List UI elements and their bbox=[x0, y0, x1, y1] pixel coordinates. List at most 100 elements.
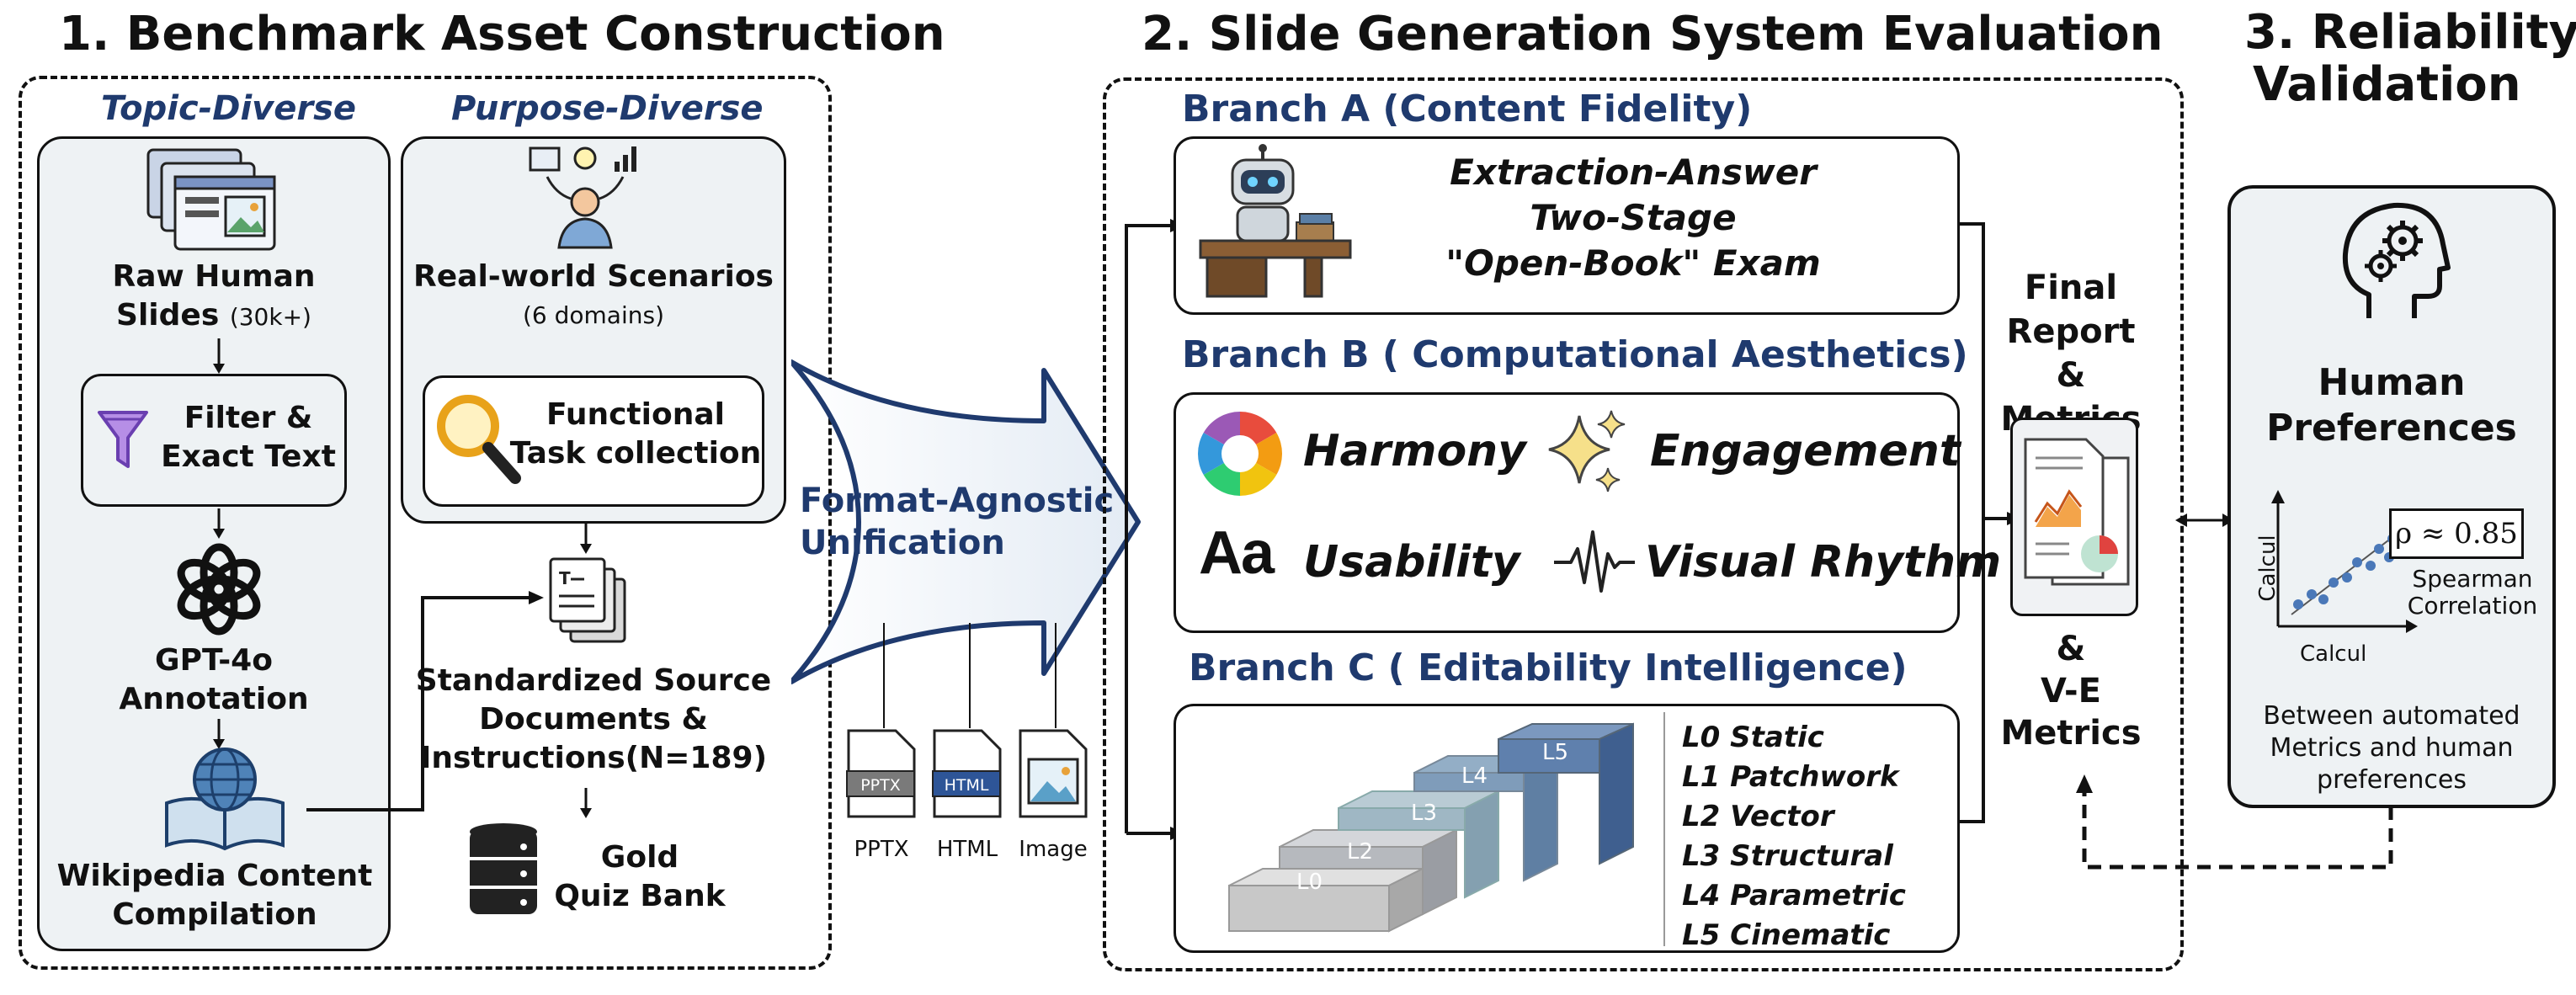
image-file-icon bbox=[1019, 729, 1088, 818]
branch-a-line2: Two-Stage bbox=[1530, 197, 1737, 238]
harmony-label: Harmony bbox=[1303, 426, 1527, 476]
usability-aa-icon: Aa bbox=[1199, 519, 1275, 587]
stair-label-l2: L2 bbox=[1347, 839, 1373, 865]
gpt-line2: Annotation bbox=[119, 682, 309, 716]
connector-wiki-to-docs bbox=[306, 591, 544, 811]
waveform-icon bbox=[1554, 530, 1635, 593]
gold-line2: Quiz Bank bbox=[554, 879, 726, 913]
between-line1: Between automated bbox=[2263, 701, 2520, 731]
branch-b-title: Branch B ( Computational Aesthetics) bbox=[1182, 333, 1968, 376]
raw-slides-label: Raw Human Slides (30k+) bbox=[71, 258, 357, 337]
level-l5: L5 Cinematic bbox=[1682, 918, 1891, 952]
unification-arrow bbox=[791, 359, 1141, 684]
gpt-label: GPT-4o Annotation bbox=[71, 641, 357, 719]
wiki-line1: Wikipedia Content bbox=[56, 859, 373, 893]
section3-heading: 3. Reliability Validation bbox=[2244, 7, 2576, 111]
arrow-purpose-to-docs bbox=[580, 524, 592, 554]
unification-line1: Format-Agnostic bbox=[800, 482, 1115, 520]
functional-label: Functional Task collection bbox=[505, 396, 766, 473]
ve-line1: & bbox=[2056, 630, 2086, 668]
branch-a-text: Extraction-Answer Two-Stage "Open-Book" … bbox=[1381, 150, 1886, 286]
std-line1: Standardized Source bbox=[415, 663, 772, 698]
between-line2: Metrics and human bbox=[2270, 733, 2514, 763]
level-l4: L4 Parametric bbox=[1682, 879, 1906, 913]
wiki-label: Wikipedia Content Compilation bbox=[51, 857, 379, 934]
final-report-label: Final Report & Metrics bbox=[1987, 266, 2155, 441]
slides-stack-icon bbox=[146, 148, 276, 251]
sparkle-icon bbox=[1548, 410, 1626, 492]
arrow-gpt-to-wiki bbox=[213, 719, 225, 749]
scatter-x-axis-label: Calcul bbox=[2300, 641, 2367, 667]
funnel-icon bbox=[98, 411, 148, 468]
gold-label: Gold Quiz Bank bbox=[539, 838, 741, 916]
std-line2: Documents & bbox=[479, 702, 708, 737]
level-l0: L0 Static bbox=[1682, 721, 1824, 754]
html-icon-text: HTML bbox=[945, 776, 989, 795]
section1-heading: 1. Benchmark Asset Construction bbox=[59, 7, 945, 61]
functional-line2: Task collection bbox=[509, 436, 762, 471]
pptx-icon-text: PPTX bbox=[860, 776, 901, 795]
stair-label-l0: L0 bbox=[1296, 870, 1323, 895]
filter-line2: Exact Text bbox=[161, 439, 336, 474]
documents-icon: T bbox=[549, 557, 626, 643]
bidirectional-arrow bbox=[2175, 513, 2234, 527]
scenarios-person-icon bbox=[529, 146, 636, 249]
engagement-label: Engagement bbox=[1650, 426, 1961, 476]
arrow-filter-to-gpt bbox=[213, 508, 225, 539]
robot-desk-icon bbox=[1199, 144, 1352, 298]
human-line2: Preferences bbox=[2266, 407, 2517, 450]
raw-slides-line2-wrap: Slides (30k+) bbox=[71, 296, 357, 337]
functional-line1: Functional bbox=[546, 397, 725, 432]
unification-line2: Unification bbox=[800, 524, 1005, 562]
level-l1: L1 Patchwork bbox=[1682, 760, 1899, 794]
globe-book-icon bbox=[165, 748, 285, 851]
spearman-label: Spearman Correlation bbox=[2401, 566, 2544, 620]
scenarios-title: Real-world Scenarios bbox=[413, 259, 774, 294]
format-connectors bbox=[883, 623, 1056, 728]
between-label: Between automated Metrics and human pref… bbox=[2227, 700, 2556, 796]
editability-staircase: L0 L2 L3 L4 L5 bbox=[1228, 722, 1634, 933]
branch-a-line3: "Open-Book" Exam bbox=[1445, 242, 1821, 284]
gpt-line1: GPT-4o bbox=[155, 643, 273, 678]
scenarios-sub: (6 domains) bbox=[522, 301, 664, 329]
format-label-pptx: PPTX bbox=[854, 837, 909, 862]
raw-slides-line2: Slides bbox=[116, 298, 220, 333]
magnifier-icon bbox=[437, 395, 521, 484]
ve-line2: V-E bbox=[2041, 672, 2101, 710]
raw-slides-line1: Raw Human bbox=[112, 259, 316, 294]
section1-frame bbox=[19, 76, 832, 970]
branch-a-line1: Extraction-Answer bbox=[1450, 152, 1817, 193]
purpose-diverse-title: Purpose-Diverse bbox=[451, 89, 764, 128]
human-head-gears-icon bbox=[2342, 202, 2451, 318]
gold-line1: Gold bbox=[600, 840, 679, 875]
filter-label: Filter & Exact Text bbox=[152, 399, 345, 476]
level-l2: L2 Vector bbox=[1682, 800, 1834, 833]
human-preferences-label: Human Preferences bbox=[2227, 360, 2556, 451]
report-document-icon bbox=[2024, 438, 2130, 586]
arrow-docs-to-gold bbox=[580, 788, 592, 818]
unification-label: Format-Agnostic Unification bbox=[800, 480, 1128, 564]
spearman-line1: Spearman bbox=[2412, 565, 2533, 593]
standardized-label: Standardized Source Documents & Instruct… bbox=[401, 662, 786, 778]
section2-heading: 2. Slide Generation System Evaluation bbox=[1142, 7, 2164, 61]
stair-label-l3: L3 bbox=[1411, 801, 1437, 826]
filter-line1: Filter & bbox=[184, 401, 313, 435]
human-line1: Human bbox=[2318, 361, 2466, 404]
stair-label-l5: L5 bbox=[1542, 740, 1568, 765]
pptx-file-icon: PPTX bbox=[846, 729, 916, 818]
usability-label: Usability bbox=[1303, 537, 1520, 588]
final-line1: Final bbox=[2024, 269, 2118, 307]
svg-text:T: T bbox=[559, 568, 571, 588]
rho-box: ρ ≈ 0.85 bbox=[2389, 508, 2524, 559]
visual-rhythm-label: Visual Rhythm bbox=[1645, 537, 2002, 588]
branch-c-title: Branch C ( Editability Intelligence) bbox=[1189, 646, 1908, 689]
raw-slides-count: (30k+) bbox=[229, 303, 311, 331]
section3-heading-line1: 3. Reliability bbox=[2244, 5, 2576, 60]
gpt-logo-icon bbox=[177, 543, 261, 636]
between-line3: preferences bbox=[2317, 765, 2467, 795]
feedback-loop-arrow bbox=[2076, 774, 2393, 870]
level-divider bbox=[1663, 712, 1665, 946]
topic-diverse-title: Topic-Diverse bbox=[101, 89, 357, 128]
format-label-image: Image bbox=[1019, 837, 1088, 862]
html-file-icon: HTML bbox=[932, 729, 1002, 818]
